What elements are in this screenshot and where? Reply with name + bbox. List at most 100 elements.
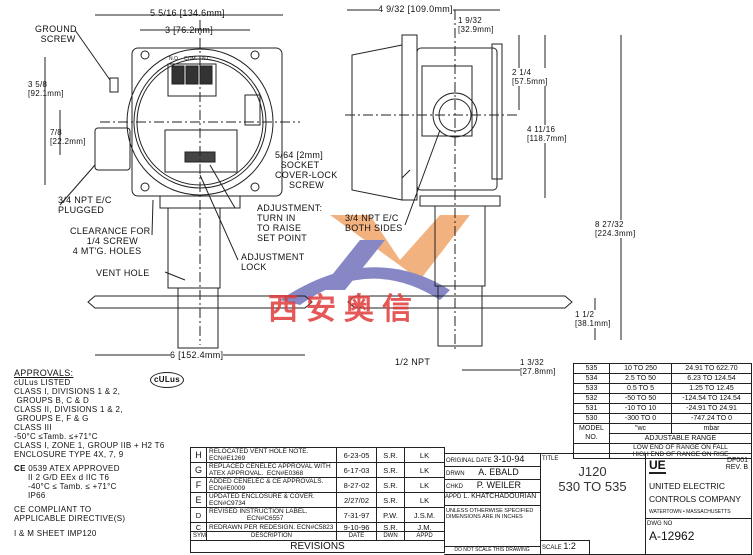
model-cell: 531 [573,403,610,414]
adjustment-lock-label: ADJUSTMENT LOCK [241,252,305,272]
rev-sym: G [190,462,207,478]
adjustment-label: ADJUSTMENT: TURN IN TO RAISE SET POINT [257,203,323,243]
ground-screw-label: GROUND SCREW [35,24,77,44]
table-row: 531-10 TO 10-24.91 TO 24.91 [573,403,752,414]
mbar-cell: -24.91 TO 24.91 [671,403,752,414]
wc-cell: -10 TO 10 [609,403,672,414]
atex-line: -40°C ≤ Tamb. ≤ +71°C [28,482,117,491]
dim-width: 5 5/16 [134.6mm] [150,8,225,18]
terminal-no: N.O. [169,56,180,62]
unit-wc: "wc [609,423,672,434]
approval-line: -50°C ≤Tamb. ≤+71°C [14,432,98,441]
scale-label: SCALE [542,545,562,551]
appd: L. KHATCHADOURIAN [463,493,537,500]
model-header: MODEL [573,423,610,434]
rev-appd: LK [404,492,445,508]
model-cell: 530 [573,413,610,424]
range-note: LOW END OF RANGE ON FALL HIGH END OF RAN… [609,443,752,459]
rev-dwn: S.R. [376,462,405,478]
no-header: NO. [573,433,610,444]
rev-appd: LK [404,477,445,493]
rev-date: 6-23-05 [336,447,377,463]
col-header: DESCRIPTION [206,531,337,541]
rev-desc: UPDATED ENCLOSURE & COVER. ECN#C9734 [206,492,337,508]
half-npt-label: 1/2 NPT [395,357,431,367]
col-header: SYM [190,531,207,541]
clearance-label: CLEARANCE FOR 1/4 SCREW 4 MT'G. HOLES [70,226,151,256]
wc-cell: -50 TO 50 [609,393,672,404]
dim-upper: 2 1/4 [57.5mm] [512,68,548,86]
terminal-nc: N.C. [202,56,212,62]
approvals-heading: APPROVALS: [14,368,74,378]
approval-line: CLASS I, ZONE 1, GROUP IIB + H2 T6 [14,441,165,450]
df-code: DF001 [726,457,748,464]
socket-label: 5/64 [2mm] SOCKET COVER-LOCK SCREW [275,150,338,190]
dwg-no-label: DWG NO [647,521,673,527]
rev-dwn: S.R. [376,447,405,463]
revisions-title: REVISIONS [190,540,445,553]
dim-port: 1 3/32 [27.8mm] [520,358,556,376]
col-header: DWN [376,531,405,541]
original-date-label: ORIGINAL DATE [446,458,492,464]
approval-line: CLASS III [14,423,52,432]
wc-cell: 0.5 TO 5 [609,383,672,394]
scale: 1:2 [563,541,576,551]
rev-desc: REVISED INSTRUCTION LABEL. ECN#C6557 [206,507,337,523]
rev-desc: REDRAWN PER REDESIGN. ECN#C5823 [206,522,337,532]
approval-line: ENCLOSURE TYPE 4X, 7, 9 [14,450,124,459]
rev-appd: LK [404,447,445,463]
approvals-block: APPROVALS: cULus LISTED CLASS I, DIVISIO… [14,368,165,538]
chkd: P. WEILER [476,480,522,490]
rev-desc: ADDED CENELEC & CE APPROVALS. ECN#E0009 [206,477,337,493]
rev-desc: REPLACED CENELEC APPROVAL WITH ATEX APPR… [206,462,337,478]
col-header: APPD [404,531,445,541]
rev-date: 2/27/02 [336,492,377,508]
rev-sym: C [190,522,207,532]
dwg-no: A-12962 [649,529,695,543]
title-box: TITLE J120 530 TO 535 SCALE 1:2 [540,453,646,555]
ce-compliance: CE COMPLIANT TO APPLICABLE DIRECTIVE(S) [14,505,126,523]
rev-date: 6-17-03 [336,462,377,478]
model-cell: 535 [573,363,610,374]
npt-both-sides-label: 3/4 NPT E/C BOTH SIDES [345,213,403,233]
drwn-label: DRWN [446,471,465,477]
rev-appd: LK [404,462,445,478]
unit-mbar: mbar [671,423,752,434]
signoff-block: ORIGINAL DATE 3-10-94 DRWN A. EBALD CHKD… [444,453,541,555]
model-cell: 532 [573,393,610,404]
dim-body: 4 11/16 [118.7mm] [527,125,567,143]
dim-base: 6 [152.4mm] [170,350,224,360]
adjustable-range-header: ADJUSTABLE RANGE [609,433,752,444]
chkd-label: CHKD [446,484,464,490]
col-header: DATE [336,531,377,541]
mbar-cell: 24.91 TO 622.70 [671,363,752,374]
rev-sym: F [190,477,207,493]
im-sheet: I & M SHEET IMP120 [14,529,97,538]
rev-date: 8-27-02 [336,477,377,493]
dim-holes: 3 [76.2mm] [165,25,214,35]
dim-depth: 4 9/32 [109.0mm] [378,4,453,14]
approval-line: CLASS II, DIVISIONS 1 & 2, [14,405,123,414]
model-cell: 533 [573,383,610,394]
rev-appd: J.S.M. [404,507,445,523]
model-cell: 534 [573,373,610,384]
wc-cell: 10 TO 250 [609,363,672,374]
drawing-title: J120 530 TO 535 [558,464,627,494]
rev-dwn: S.R. [376,492,405,508]
ul-mark: cULus [150,372,184,388]
rev-date: 9-10-96 [336,522,377,532]
dim-offset: 7/8 [22.2mm] [50,128,86,146]
rev-sym: E [190,492,207,508]
no-scale-note: DO NOT SCALE THIS DRAWING [444,546,540,553]
terminal-com: COM. [184,56,198,62]
rev-dwn: S.R. [376,477,405,493]
vent-hole-label: VENT HOLE [96,268,150,278]
